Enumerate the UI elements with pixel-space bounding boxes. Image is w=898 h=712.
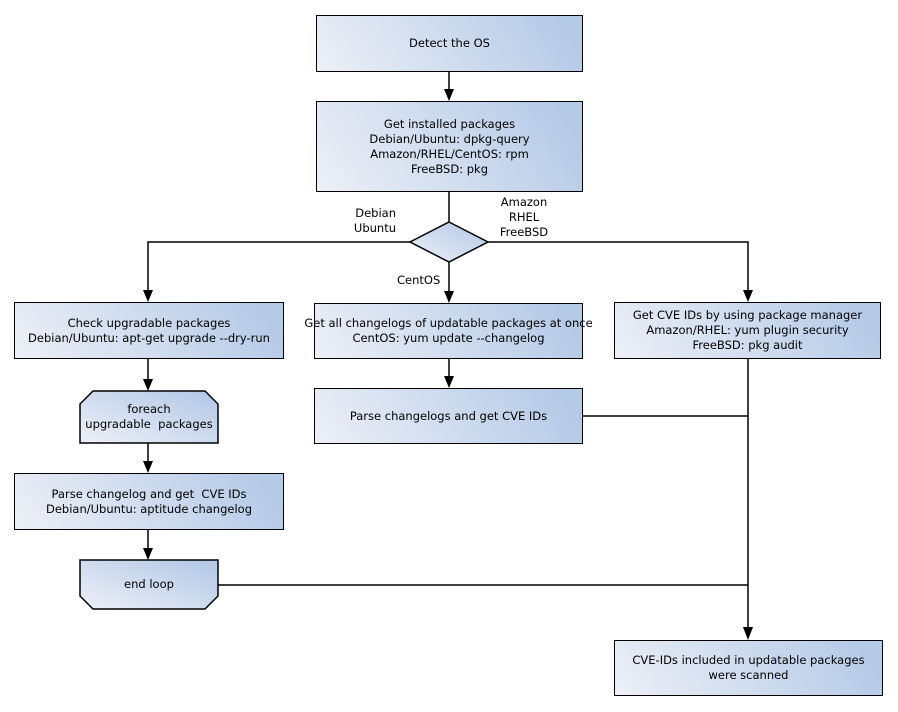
arrowhead-into-parse-changelogs [444, 376, 454, 388]
node-text-line: Amazon/RHEL/CentOS: rpm [370, 146, 529, 161]
edge-label-line: Amazon [500, 195, 548, 209]
edge-label-debian-branch: Debian Ubuntu [316, 206, 396, 236]
node-text-line: upgradable packages [85, 417, 213, 431]
node-text-line: Get installed packages [383, 116, 516, 131]
node-get-all-changelogs: Get all changelogs of updatable packages… [304, 303, 593, 359]
node-os-decision-diamond [408, 221, 490, 263]
node-text-line: CentOS: yum update --changelog [352, 331, 545, 345]
arrowhead-into-check-upgradable [143, 290, 153, 302]
node-text-line: end loop [124, 577, 174, 591]
arrowhead-into-parse-changelog [143, 461, 153, 473]
node-parse-changelog: Parse changelog and get CVE IDs Debian/U… [14, 473, 284, 530]
node-text-line: Detect the OS [409, 36, 490, 50]
node-text-line: Get CVE IDs by using package manager [632, 308, 863, 322]
node-scan-result: CVE-IDs included in updatable packages w… [614, 640, 883, 696]
node-text-line: Debian/Ubuntu: aptitude changelog [46, 501, 252, 516]
node-get-installed-packages: Get installed packages Debian/Ubuntu: dp… [316, 101, 583, 192]
arrowhead-into-get-all-changelogs [444, 291, 454, 303]
node-check-upgradable-packages: Check upgradable packages Debian/Ubuntu:… [14, 302, 284, 359]
node-text-line: foreach [127, 402, 171, 416]
node-text-line: Parse changelog and get CVE IDs [51, 486, 247, 501]
arrowhead-into-get-cve-ids [743, 290, 753, 302]
node-text-line: Amazon/RHEL: yum plugin security [646, 323, 849, 337]
edge-decision-to-check-upgradable [147, 241, 410, 292]
node-text-line: Get all changelogs of updatable packages… [304, 316, 593, 330]
node-text-line: were scanned [708, 668, 789, 682]
node-text-line: FreeBSD: pkg audit [692, 338, 803, 352]
arrowhead-into-installed [444, 89, 454, 101]
arrowhead-into-foreach [143, 379, 153, 391]
node-end-loop-text: end loop [80, 560, 218, 609]
edge-label-amazon-branch: Amazon RHEL FreeBSD [492, 195, 556, 240]
edge-label-line: FreeBSD [499, 225, 549, 239]
edge-label-line: Debian [355, 206, 396, 220]
edge-label-line: Ubuntu [353, 221, 396, 235]
arrowhead-into-end-loop [143, 548, 153, 560]
node-text-line: CVE-IDs included in updatable packages [632, 653, 865, 667]
node-get-cve-ids-pkg-manager: Get CVE IDs by using package manager Ama… [614, 302, 881, 359]
edge-label-centos-branch: CentOS [397, 273, 440, 288]
node-text-line: Check upgradable packages [67, 315, 231, 330]
node-text-line: Debian/Ubuntu: dpkg-query [369, 131, 530, 146]
node-parse-changelogs: Parse changelogs and get CVE IDs [314, 388, 583, 444]
edge-label-line: CentOS [397, 273, 441, 287]
edge-label-line: RHEL [508, 210, 540, 224]
node-end-loop-shape [79, 559, 219, 610]
arrowhead-into-scan-result [743, 627, 753, 640]
node-text-line: Parse changelogs and get CVE IDs [349, 408, 548, 423]
node-text-line: FreeBSD: pkg [410, 161, 489, 176]
edge-decision-to-get-cve-ids [488, 241, 749, 292]
node-text-line: Debian/Ubuntu: apt-get upgrade --dry-run [28, 330, 270, 345]
node-foreach-loop-text: foreach upgradable packages [80, 391, 218, 443]
node-foreach-loop-shape [79, 390, 219, 444]
node-detect-os: Detect the OS [316, 15, 583, 72]
